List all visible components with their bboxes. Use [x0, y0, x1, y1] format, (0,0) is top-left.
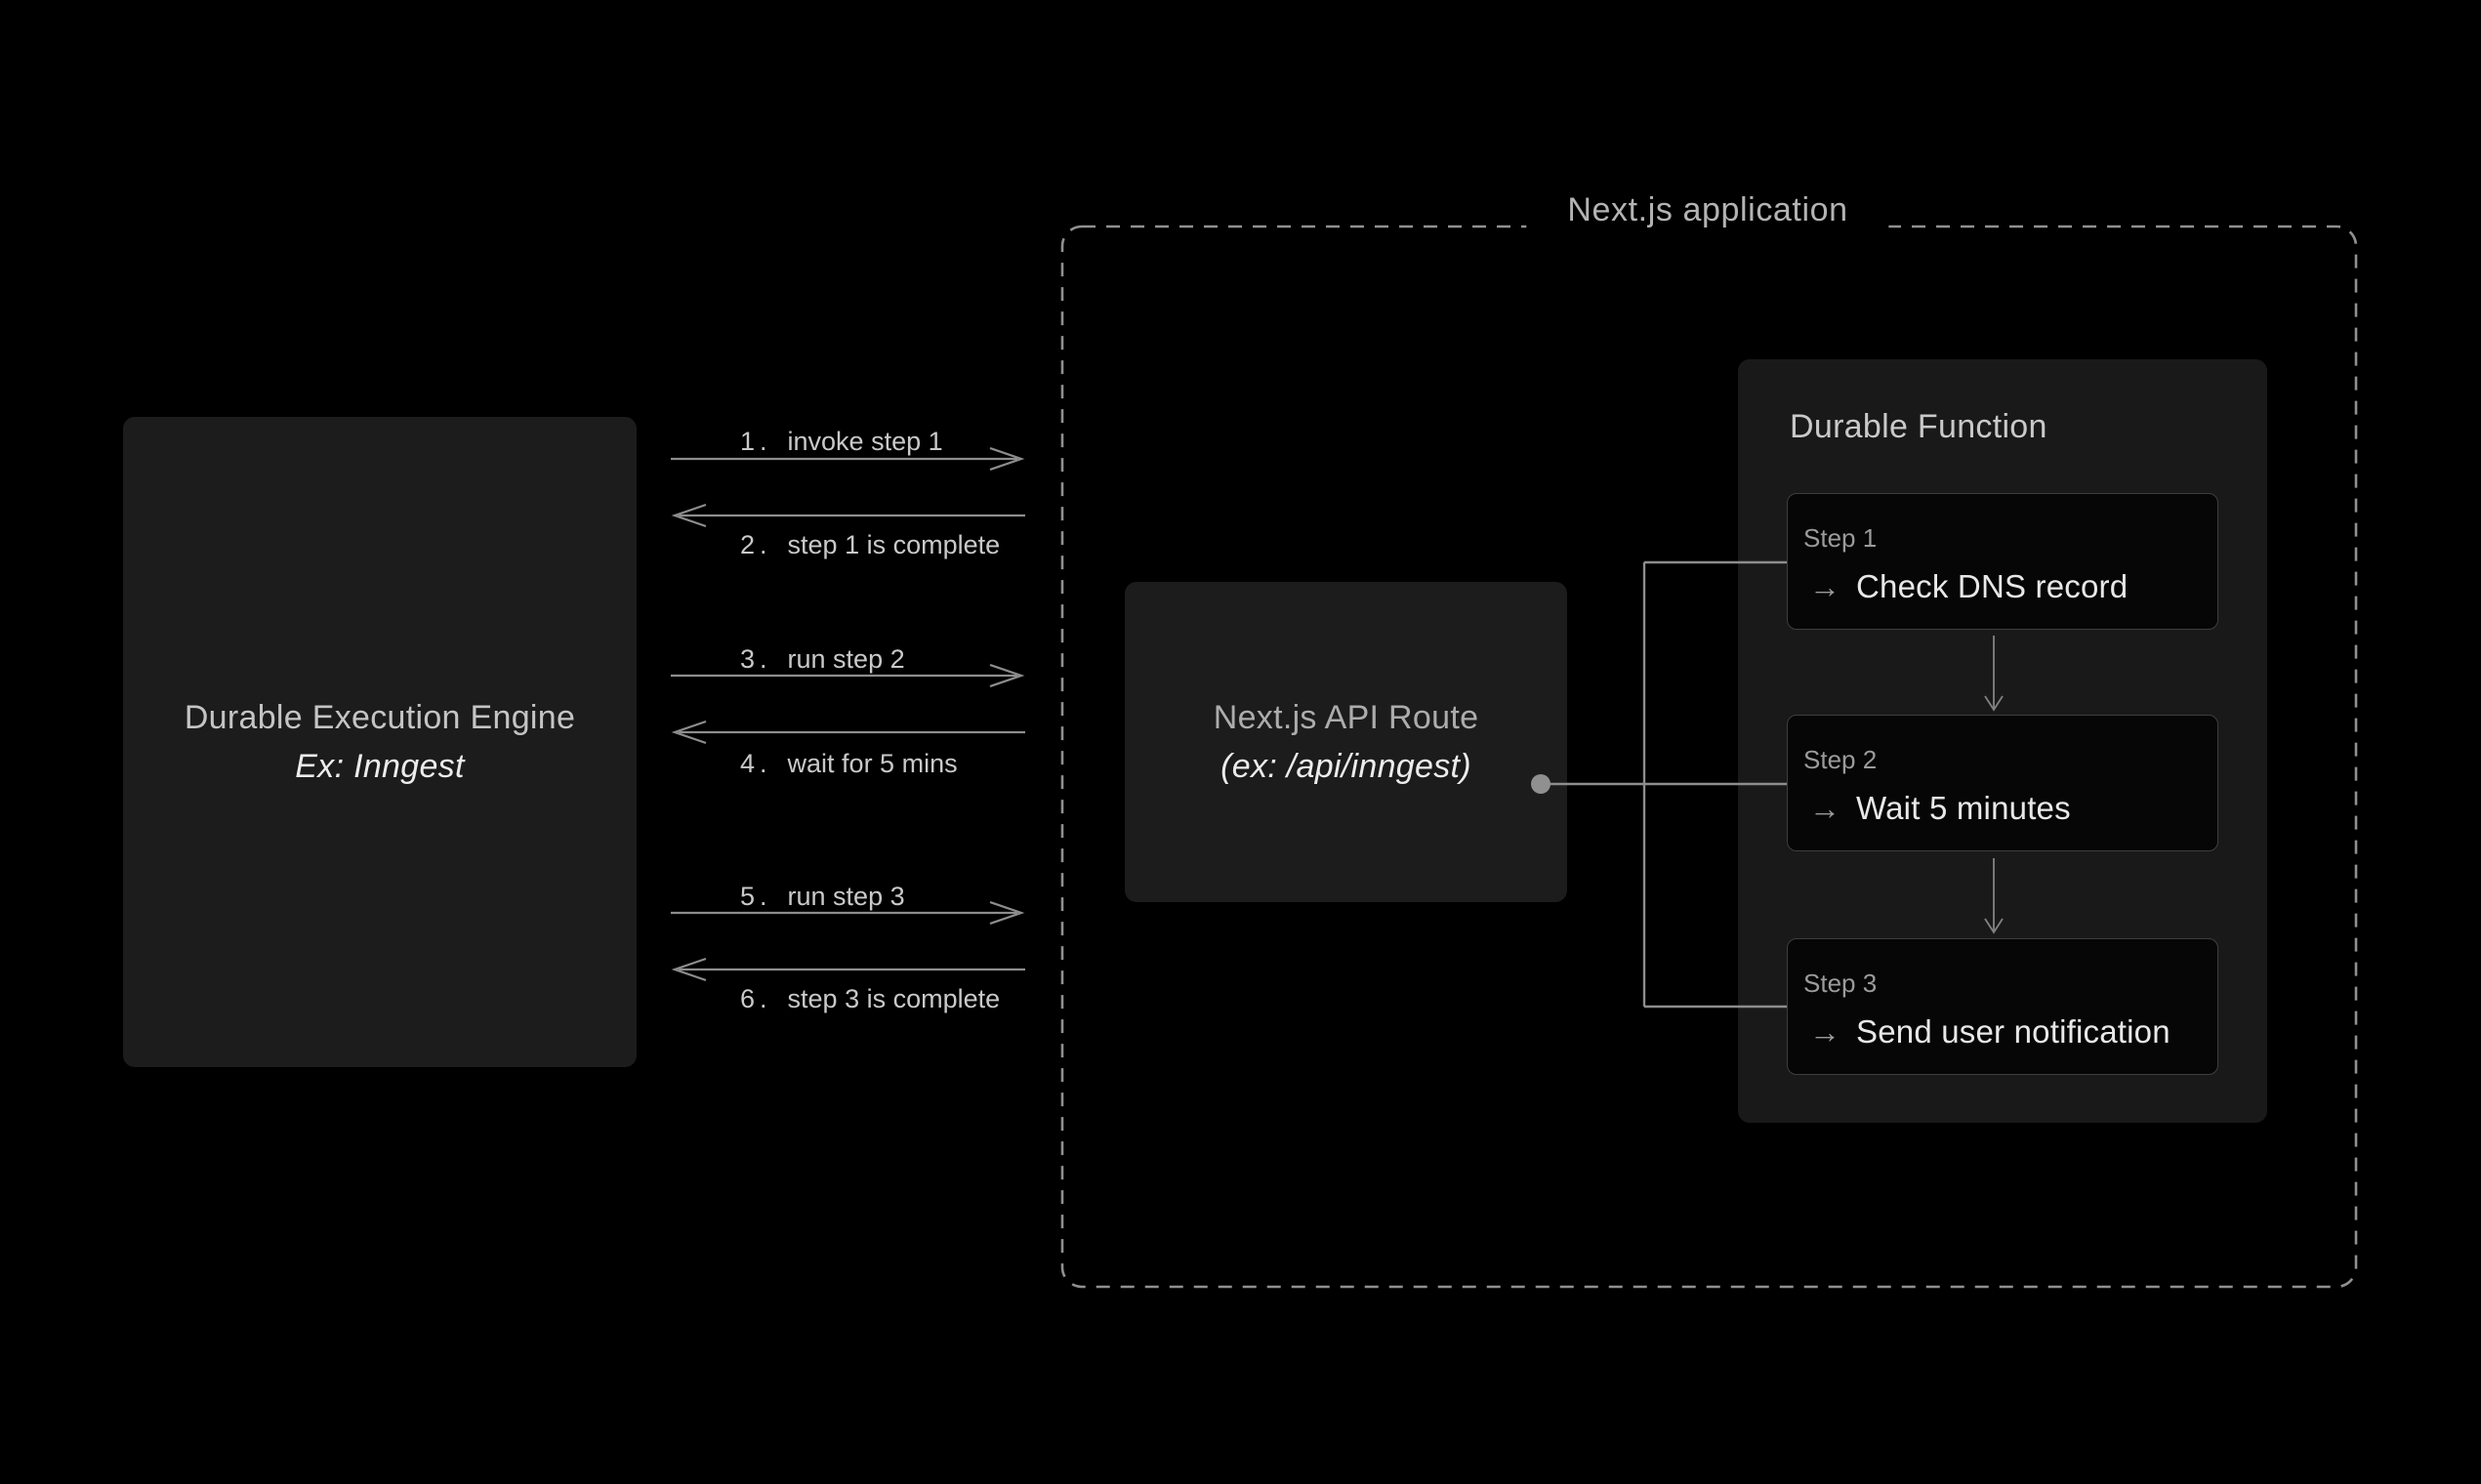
- step-1-label: Step 1: [1803, 523, 1878, 553]
- msg-2-number: 2.: [740, 530, 772, 559]
- arrow-right-icon: →: [1809, 569, 1840, 604]
- engine-subtitle: Ex: Inngest: [295, 748, 465, 785]
- msg-4-number: 4.: [740, 749, 772, 778]
- api-route-subtitle: (ex: /api/inngest): [1220, 748, 1471, 785]
- msg-1-text: invoke step 1: [787, 427, 943, 456]
- nextjs-api-route-box: Next.js API Route (ex: /api/inngest): [1125, 582, 1567, 902]
- step-2-description: Wait 5 minutes: [1856, 790, 2071, 826]
- msg-6-text: step 3 is complete: [787, 984, 1001, 1013]
- step-card-3: Step 3 → Send user notification: [1787, 938, 2218, 1075]
- arrow-right-icon: →: [1809, 1014, 1840, 1050]
- msg-label-2: 2. step 1 is complete: [740, 528, 1000, 561]
- step-3-description: Send user notification: [1856, 1013, 2171, 1050]
- msg-1-number: 1.: [740, 427, 772, 456]
- msg-label-4: 4. wait for 5 mins: [740, 747, 958, 780]
- msg-3-text: run step 2: [787, 644, 905, 674]
- msg-label-6: 6. step 3 is complete: [740, 982, 1000, 1015]
- step-card-1: Step 1 → Check DNS record: [1787, 493, 2218, 630]
- step-3-description-row: → Send user notification: [1809, 1013, 2171, 1051]
- step-3-label: Step 3: [1803, 969, 1878, 998]
- api-route-title: Next.js API Route: [1213, 699, 1479, 736]
- step-1-description: Check DNS record: [1856, 568, 2129, 604]
- durable-execution-engine-box: Durable Execution Engine Ex: Inngest: [123, 417, 637, 1067]
- msg-5-text: run step 3: [787, 882, 905, 911]
- msg-4-text: wait for 5 mins: [787, 749, 958, 778]
- msg-arrow-2-left: [671, 503, 1025, 528]
- step-2-label: Step 2: [1803, 745, 1878, 774]
- nextjs-application-label: Next.js application: [1526, 187, 1889, 232]
- msg-label-1: 1. invoke step 1: [740, 425, 943, 458]
- msg-arrow-6-left: [671, 957, 1025, 982]
- engine-title: Durable Execution Engine: [184, 699, 576, 736]
- msg-6-number: 6.: [740, 984, 772, 1013]
- msg-2-text: step 1 is complete: [787, 530, 1001, 559]
- durable-function-title: Durable Function: [1790, 408, 2047, 445]
- msg-3-number: 3.: [740, 644, 772, 674]
- step-1-description-row: → Check DNS record: [1809, 568, 2128, 605]
- msg-label-5: 5. run step 3: [740, 880, 905, 913]
- durable-function-container: Durable Function Step 1 → Check DNS reco…: [1738, 359, 2267, 1123]
- step-card-2: Step 2 → Wait 5 minutes: [1787, 715, 2218, 851]
- step-2-description-row: → Wait 5 minutes: [1809, 790, 2071, 827]
- arrow-right-icon: →: [1809, 791, 1840, 826]
- msg-5-number: 5.: [740, 882, 772, 911]
- msg-label-3: 3. run step 2: [740, 642, 905, 676]
- msg-arrow-4-left: [671, 720, 1025, 745]
